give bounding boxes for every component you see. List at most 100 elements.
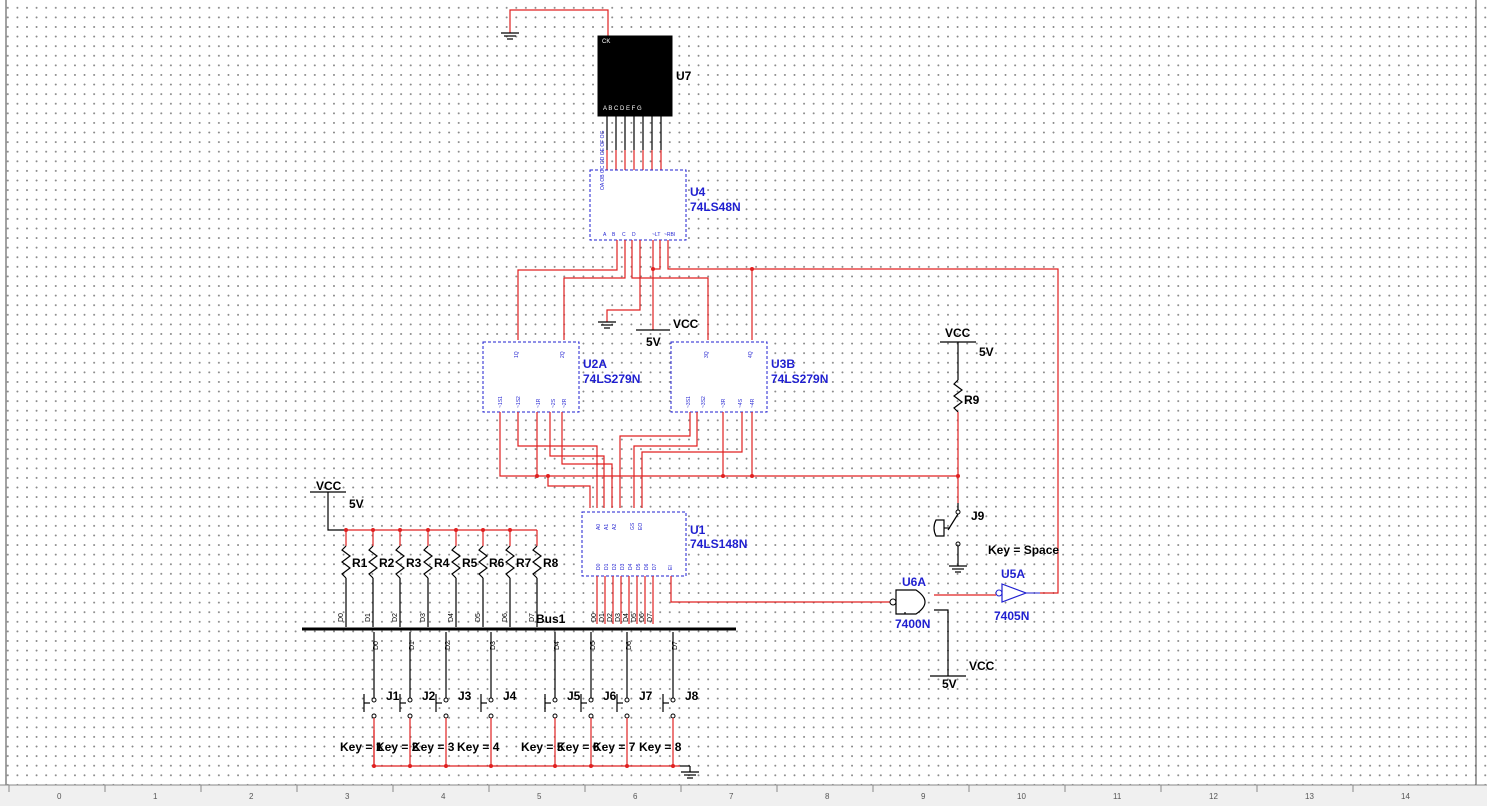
bus-tap-label: D5 — [590, 641, 597, 650]
switch-contact — [407, 713, 413, 719]
switch-j9[interactable] — [933, 503, 967, 573]
vcc-decoder-name: VCC — [673, 317, 699, 331]
svg-text:D5: D5 — [636, 563, 642, 570]
seven-segment-display[interactable]: CK A B C D E F G U7 — [597, 35, 692, 117]
ground-bottom — [680, 765, 699, 779]
nand-vcc-wire — [934, 609, 949, 656]
vcc-r9 — [940, 341, 976, 503]
resistor-label: R2 — [379, 556, 395, 570]
svg-text:D3: D3 — [620, 563, 626, 570]
svg-text:D: D — [632, 232, 636, 238]
ground-top — [501, 9, 609, 40]
chip-u2a[interactable]: 1Q 2Q ~1S1 ~1S2 ~1R ~2S ~2R U2A 74LS279N — [482, 341, 640, 413]
chip-u3b[interactable]: 3Q 4Q ~3S1 ~3S2 ~3R ~4S ~4R U3B 74LS279N — [670, 341, 828, 413]
bus-tap-label: D3 — [490, 641, 497, 650]
svg-text:C: C — [622, 232, 626, 238]
switch-contact — [588, 697, 594, 703]
switch-name: J2 — [422, 689, 436, 703]
display-pin-bottom: A B C D E F G — [603, 106, 642, 112]
svg-text:~RBI: ~RBI — [664, 232, 675, 238]
bus-tap-label: D4 — [448, 613, 455, 622]
svg-text:EI: EI — [668, 565, 674, 570]
u4-ref: U4 — [690, 185, 706, 199]
resistor-label: R7 — [516, 556, 532, 570]
switch-key: Key = 7 — [593, 740, 636, 754]
resistor-label: R5 — [462, 556, 478, 570]
u3b-part: 74LS279N — [771, 372, 828, 386]
switch-contact — [443, 697, 449, 703]
gate-u6a[interactable]: U6A 7400N — [889, 575, 930, 631]
bus-tap-label: D7 — [529, 613, 536, 622]
resistor-body — [505, 545, 515, 579]
svg-text:~3S1: ~3S1 — [686, 396, 692, 408]
display-pin-top: CK — [602, 39, 610, 45]
svg-text:3Q: 3Q — [704, 351, 710, 358]
bus-tap-label: D7 — [672, 641, 679, 650]
svg-text:D1: D1 — [604, 563, 610, 570]
switch-name: J7 — [639, 689, 653, 703]
bus-tap-label: D7 — [647, 613, 654, 622]
svg-text:OA OB OC OD OE OF OG: OA OB OC OD OE OF OG — [600, 130, 606, 190]
switch-key: Key = 1 — [340, 740, 383, 754]
ruler-label: 13 — [1305, 792, 1314, 801]
vcc-r9-value: 5V — [979, 345, 994, 359]
svg-text:D7: D7 — [652, 563, 658, 570]
svg-text:~4R: ~4R — [750, 398, 756, 408]
vcc-pullup-value: 5V — [349, 497, 364, 511]
gate-u5a[interactable]: U5A 7405N — [994, 567, 1040, 623]
switch-contact — [624, 697, 630, 703]
u1-part: 74LS148N — [690, 537, 747, 551]
ruler-label: 12 — [1209, 792, 1218, 801]
switch-contact — [371, 697, 377, 703]
bus-tap-label: D6 — [502, 613, 509, 622]
bus-tap-label: D2 — [445, 641, 452, 650]
vcc-nand-value: 5V — [942, 677, 957, 691]
resistor-body — [451, 545, 461, 579]
u5a-ref: U5A — [1001, 567, 1025, 581]
ruler-label: 11 — [1113, 792, 1122, 801]
svg-text:~1S1: ~1S1 — [498, 396, 504, 408]
svg-text:~1S2: ~1S2 — [516, 396, 522, 408]
svg-text:~4S: ~4S — [738, 398, 744, 408]
bus-tap-label: D0 — [338, 613, 345, 622]
svg-text:A2: A2 — [612, 524, 618, 530]
svg-text:GS: GS — [630, 522, 636, 530]
svg-text:~3S2: ~3S2 — [701, 396, 707, 408]
svg-text:~2R: ~2R — [562, 398, 568, 408]
resistor-body — [423, 545, 433, 579]
bus-tap-label: D1 — [365, 613, 372, 622]
switch-contact — [670, 697, 676, 703]
u2a-ref: U2A — [583, 357, 607, 371]
switch-key: Key = 4 — [457, 740, 500, 754]
u5a-part: 7405N — [994, 609, 1029, 623]
ruler-label: 0 — [57, 792, 62, 801]
svg-text:2Q: 2Q — [560, 351, 566, 358]
bus1-name: Bus1 — [536, 612, 566, 626]
switch-name: J6 — [603, 689, 617, 703]
svg-text:1Q: 1Q — [514, 351, 520, 358]
chip-u1[interactable]: A0 A1 A2 GS EO D0 D1 D2 D3 D4 D5 D6 D7 E… — [581, 511, 747, 577]
switch-name: J5 — [567, 689, 581, 703]
u1-data-wires — [596, 576, 890, 624]
switch-contact — [588, 713, 594, 719]
switch-name: J1 — [386, 689, 400, 703]
switch-contact — [552, 697, 558, 703]
bus-tap-label: D1 — [409, 641, 416, 650]
u4-part: 74LS48N — [690, 200, 741, 214]
resistor-body — [341, 545, 351, 579]
u1-ref: U1 — [690, 523, 706, 537]
ruler-label: 4 — [441, 792, 446, 801]
switch-key: Key = 5 — [521, 740, 564, 754]
resistor-label: R6 — [489, 556, 505, 570]
bus-tap-label: D3 — [615, 613, 622, 622]
bus-tap-label: D0 — [591, 613, 598, 622]
resistor-body — [368, 545, 378, 579]
